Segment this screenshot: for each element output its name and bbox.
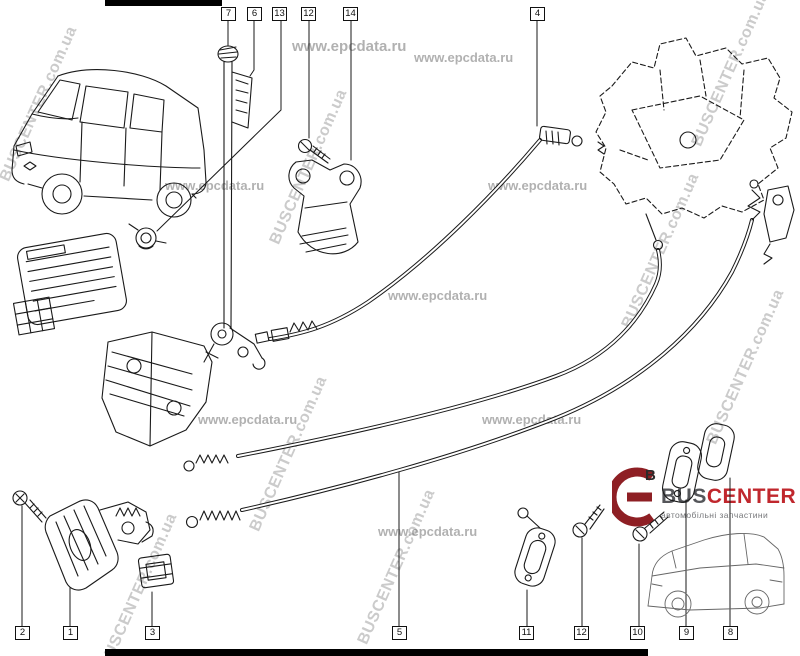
callout-3: 3 xyxy=(145,626,160,640)
pad-9 xyxy=(661,441,703,503)
watermark-epcdata: www.epcdata.ru xyxy=(414,50,514,65)
callout-7: 7 xyxy=(221,7,236,21)
watermark-epcdata: www.epcdata.ru xyxy=(488,178,588,193)
cable-middle xyxy=(183,213,664,472)
cable-adjuster xyxy=(254,320,318,344)
watermark-epcdata: www.epcdata.ru xyxy=(198,412,298,427)
screw-10 xyxy=(632,511,669,542)
logo-letter-b: B xyxy=(645,467,656,484)
callout-9: 9 xyxy=(679,626,694,640)
callout-8: 8 xyxy=(723,626,738,640)
leader-lines xyxy=(21,20,731,627)
control-module xyxy=(12,232,127,336)
callout-2: 2 xyxy=(15,626,30,640)
pedal-rod-assembly xyxy=(217,45,253,329)
pad-8 xyxy=(697,423,735,481)
watermark-epcdata: www.epcdata.ru xyxy=(292,38,407,55)
callout-5: 5 xyxy=(392,626,407,640)
buscenter-logo: B BUSCENTER автомобільні запчастини xyxy=(612,464,796,530)
support-bracket xyxy=(288,159,362,255)
engine-bracket xyxy=(763,185,795,265)
watermark-epcdata: www.epcdata.ru xyxy=(378,524,478,539)
callout-10: 10 xyxy=(630,626,645,640)
cable-upper xyxy=(254,125,583,344)
callout-4: 4 xyxy=(530,7,545,21)
callout-14: 14 xyxy=(343,7,358,21)
callout-6: 6 xyxy=(247,7,262,21)
top-black-bar xyxy=(105,0,222,6)
watermark-epcdata: www.epcdata.ru xyxy=(165,178,265,193)
grommet-plate-11 xyxy=(514,507,556,587)
logo-center-text: CENTER xyxy=(706,485,797,508)
screw-12-top xyxy=(297,138,331,164)
logo-wordmark: BUSCENTER xyxy=(661,486,796,507)
watermark-epcdata: www.epcdata.ru xyxy=(388,288,488,303)
pedal-bracket xyxy=(101,331,213,447)
lever-assembly xyxy=(203,322,266,370)
engine-assembly xyxy=(595,37,793,219)
cable-lower xyxy=(185,179,761,529)
screw-2 xyxy=(12,490,47,523)
screw-12-bottom xyxy=(572,504,605,538)
buscenter-logo-mark: B xyxy=(612,467,656,527)
callout-13: 13 xyxy=(272,7,287,21)
renault-diamond-icon xyxy=(23,161,37,171)
cable-end-fitting xyxy=(539,125,583,147)
van-sketch xyxy=(647,533,785,618)
stop-switch xyxy=(128,223,167,250)
van-illustration xyxy=(11,69,207,218)
callout-12: 12 xyxy=(301,7,316,21)
connector-3 xyxy=(137,553,175,589)
callout-1: 1 xyxy=(63,626,78,640)
logo-bus-text: BUS xyxy=(661,485,707,508)
callout-11: 11 xyxy=(519,626,534,640)
logo-subtitle: автомобільні запчастини xyxy=(661,510,769,520)
callout-12b: 12 xyxy=(574,626,589,640)
lamp-assembly xyxy=(44,499,154,591)
bottom-black-bar xyxy=(105,649,648,656)
